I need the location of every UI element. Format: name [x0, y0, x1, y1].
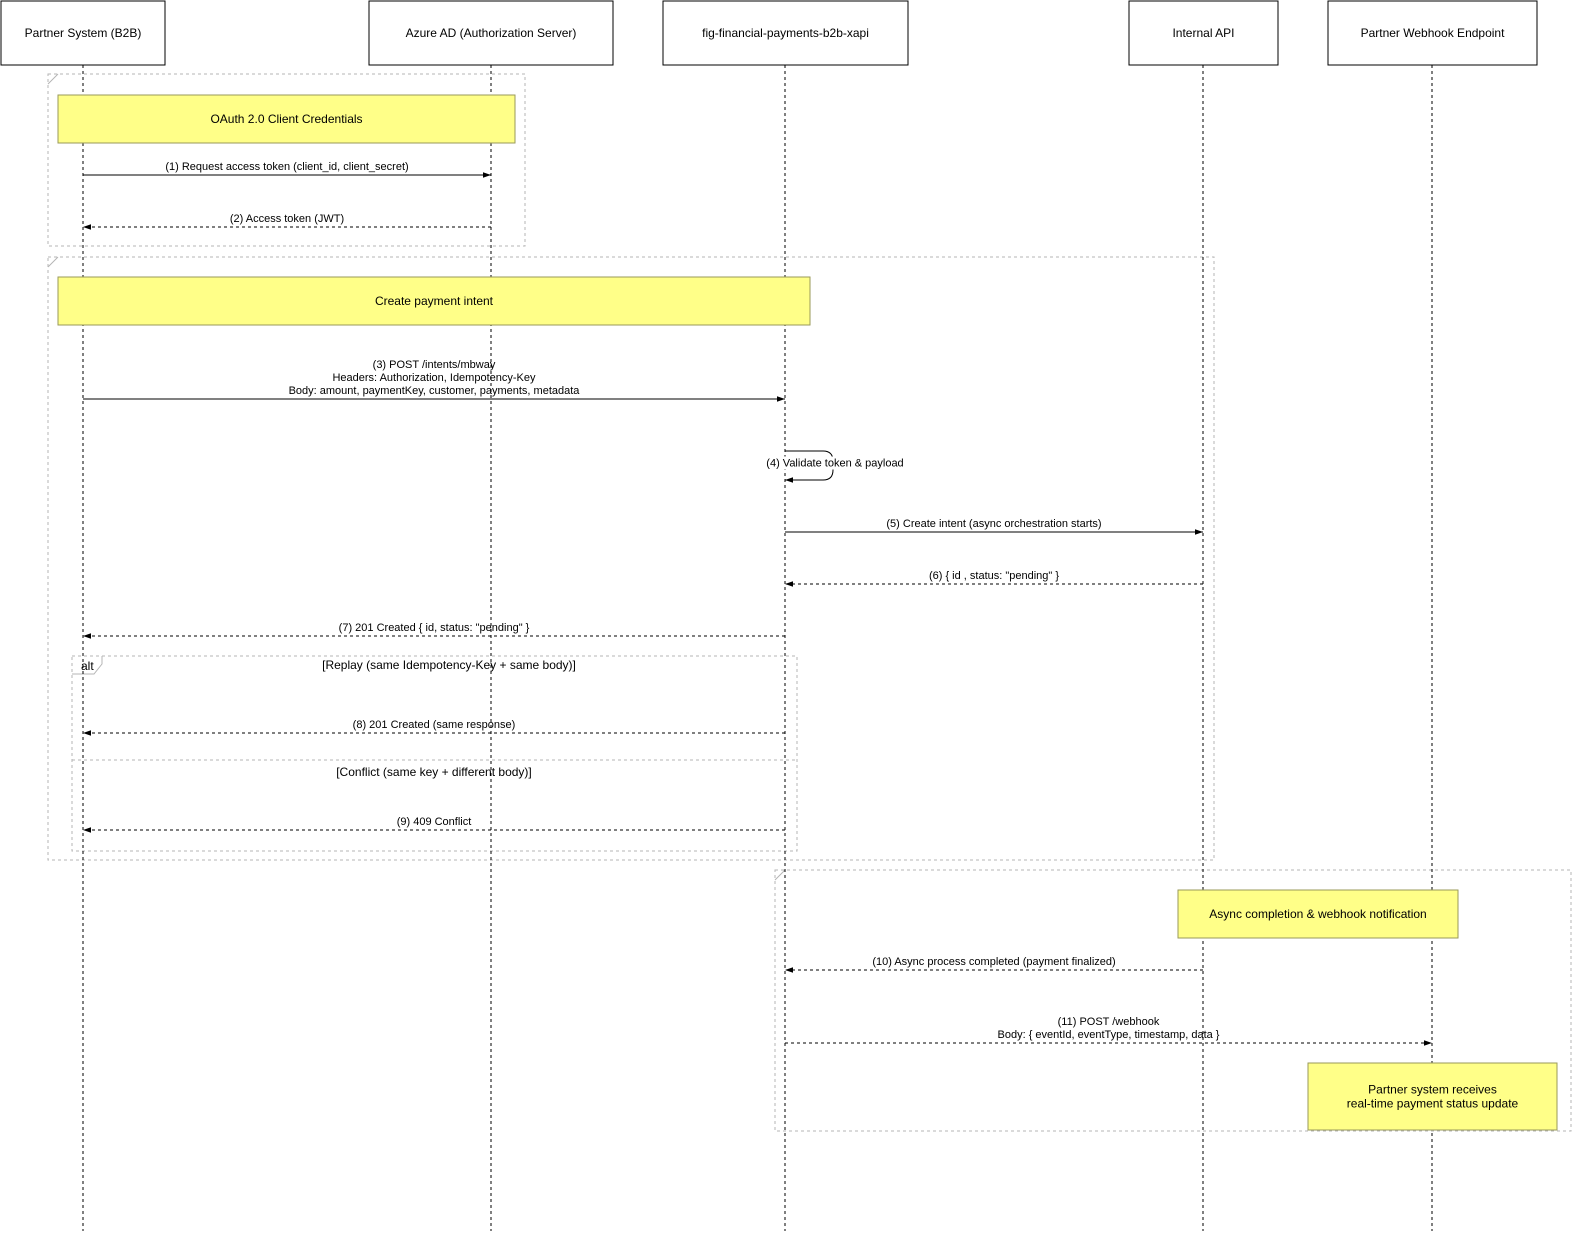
participant-label-partner: Partner System (B2B)	[25, 26, 142, 40]
note-text-async-1: Async completion & webhook notification	[1209, 907, 1426, 921]
message-m8: (8) 201 Created (same response)	[83, 719, 785, 736]
message-label-m1: (1) Request access token (client_id, cli…	[165, 161, 408, 173]
participant-box-azure	[368, 0, 614, 66]
message-label-m10: (10) Async process completed (payment fi…	[872, 956, 1115, 968]
note-box-oauth	[57, 94, 516, 144]
participant-label-azure: Azure AD (Authorization Server)	[406, 26, 577, 40]
message-m6: (6) { id , status: "pending" }	[785, 570, 1203, 587]
note-oauth: OAuth 2.0 Client Credentials	[57, 94, 516, 144]
message-m9: (9) 409 Conflict	[83, 816, 785, 833]
participant-azure: Azure AD (Authorization Server)	[368, 0, 614, 66]
async-group-frame-corner	[774, 869, 786, 881]
message-label-m3-3: Body: amount, paymentKey, customer, paym…	[289, 385, 581, 397]
oauth-group-frame-corner	[47, 73, 59, 85]
message-label-bg-m4	[765, 456, 901, 470]
participant-box-webhook	[1327, 0, 1538, 66]
message-label-m6: (6) { id , status: "pending" }	[929, 570, 1059, 582]
note-create: Create payment intent	[57, 276, 811, 326]
note-async: Async completion & webhook notification	[1177, 889, 1459, 939]
participant-box-partner	[0, 0, 166, 66]
participant-webhook: Partner Webhook Endpoint	[1327, 0, 1538, 66]
message-m1: (1) Request access token (client_id, cli…	[83, 161, 491, 178]
note-text-create-1: Create payment intent	[375, 294, 494, 308]
message-label-m3-2: Headers: Authorization, Idempotency-Key	[332, 372, 536, 384]
participant-label-xapi: fig-financial-payments-b2b-xapi	[702, 26, 869, 40]
message-label-m8: (8) 201 Created (same response)	[353, 719, 516, 731]
participant-box-xapi	[662, 0, 909, 66]
note-text-oauth-1: OAuth 2.0 Client Credentials	[210, 112, 362, 126]
participant-xapi: fig-financial-payments-b2b-xapi	[662, 0, 909, 66]
message-label-m11-2: Body: { eventId, eventType, timestamp, d…	[998, 1029, 1220, 1041]
message-label-m5: (5) Create intent (async orchestration s…	[886, 518, 1101, 530]
participant-internal: Internal API	[1128, 0, 1279, 66]
note-text-partner_update-1: Partner system receives	[1368, 1083, 1497, 1097]
message-m4: (4) Validate token & payload	[765, 450, 904, 483]
oauth-group-frame	[47, 73, 526, 247]
intent-group-frame-corner	[47, 256, 59, 268]
alt-fragment	[71, 655, 798, 852]
alt-guard-2: [Conflict (same key + different body)]	[336, 765, 532, 779]
message-label-m11-1: (11) POST /webhook	[1058, 1016, 1160, 1028]
note-box-async	[1177, 889, 1459, 939]
note-box-create	[57, 276, 811, 326]
participant-partner: Partner System (B2B)	[0, 0, 166, 66]
message-m2: (2) Access token (JWT)	[83, 213, 491, 230]
participant-label-internal: Internal API	[1172, 26, 1234, 40]
note-box-partner_update	[1307, 1062, 1558, 1131]
async-group-frame	[774, 869, 1572, 1132]
message-label-m3-1: (3) POST /intents/mbway	[373, 359, 496, 371]
alt-fragment-label: alt	[81, 659, 94, 673]
message-label-m4: (4) Validate token & payload	[766, 458, 903, 470]
message-m5: (5) Create intent (async orchestration s…	[785, 518, 1203, 535]
alt-guard-1: [Replay (same Idempotency-Key + same bod…	[322, 658, 576, 672]
message-label-m9: (9) 409 Conflict	[397, 816, 472, 828]
message-label-m7: (7) 201 Created { id, status: "pending" …	[339, 622, 530, 634]
note-text-partner_update-2: real-time payment status update	[1347, 1097, 1519, 1111]
message-m10: (10) Async process completed (payment fi…	[785, 956, 1203, 973]
message-label-m2: (2) Access token (JWT)	[230, 213, 344, 225]
participant-label-webhook: Partner Webhook Endpoint	[1361, 26, 1506, 40]
participant-box-internal	[1128, 0, 1279, 66]
intent-group-frame	[47, 256, 1215, 861]
message-m7: (7) 201 Created { id, status: "pending" …	[83, 622, 785, 639]
